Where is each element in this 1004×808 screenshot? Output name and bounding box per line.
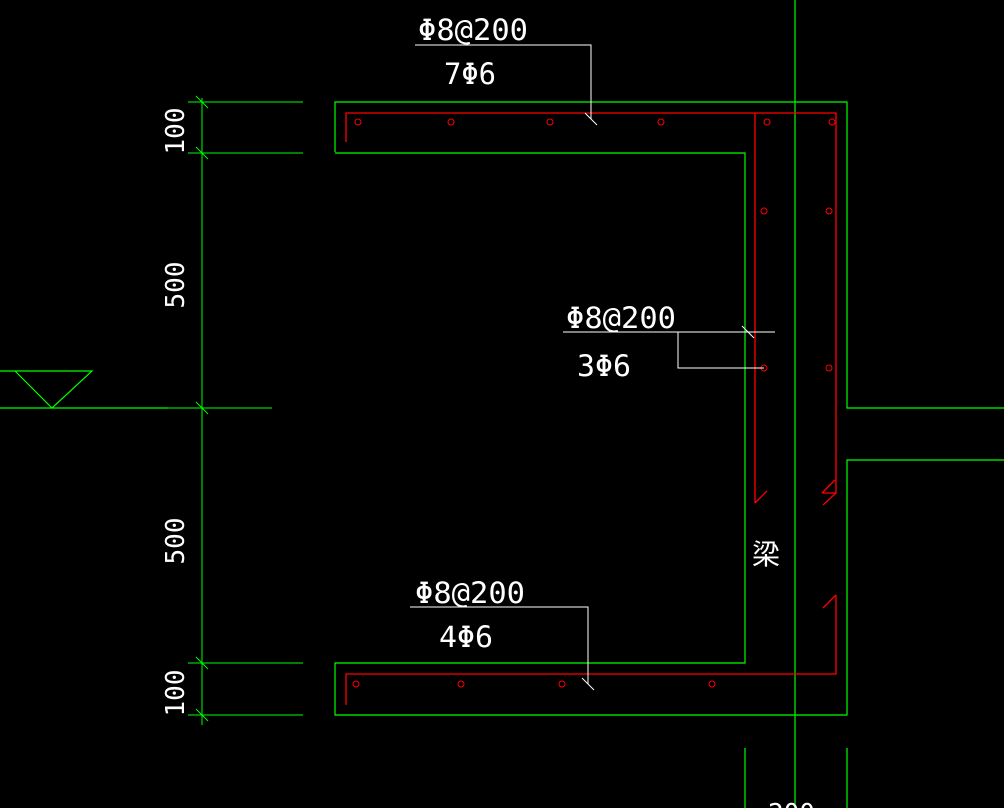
dim-bottom-slab: 100 (161, 670, 191, 717)
bot-spec-label: Φ8@200 (415, 576, 525, 610)
dim-top-slab: 100 (161, 108, 191, 155)
water-level-symbol (0, 370, 168, 409)
mid-count-label: 3Φ6 (577, 349, 631, 383)
dim-lower-wall: 500 (161, 518, 191, 565)
dim-upper-wall: 500 (161, 262, 191, 309)
mid-spec-label: Φ8@200 (566, 301, 676, 335)
leader-lines (410, 44, 775, 691)
top-spec-label: Φ8@200 (418, 13, 528, 47)
rebar-dots-top (354, 118, 836, 126)
rebar-dots-wall (760, 207, 833, 372)
top-count-label: 7Φ6 (444, 57, 496, 91)
beam-label: 梁 (752, 538, 780, 571)
rebar (345, 112, 837, 705)
concrete-outline (334, 101, 1004, 808)
partial-bottom-label: 200 (768, 799, 815, 808)
dimension-lines (168, 95, 303, 725)
rebar-dots-bottom (352, 680, 716, 688)
bot-count-label: 4Φ6 (439, 620, 493, 654)
